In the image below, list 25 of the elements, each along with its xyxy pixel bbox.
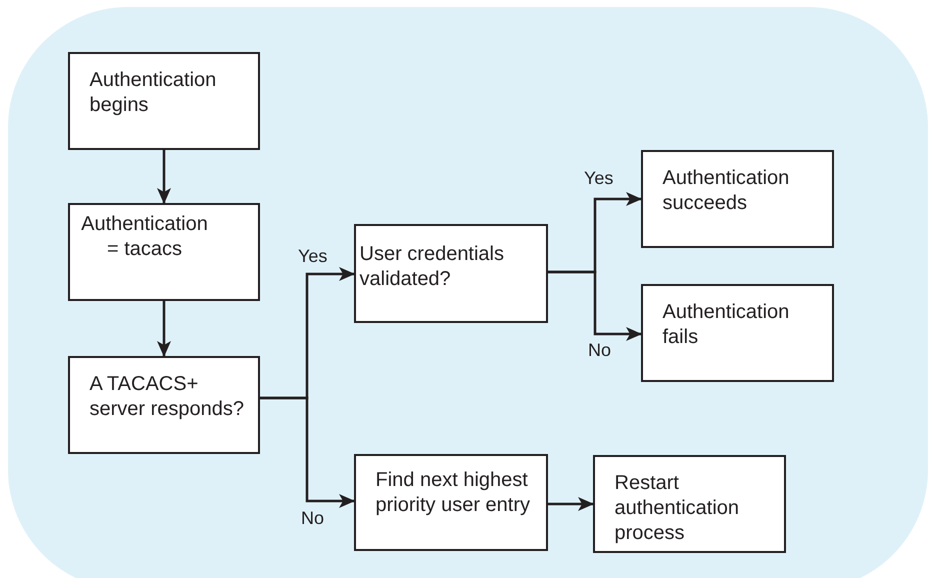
arrow — [260, 396, 355, 508]
edge-label: Yes — [298, 246, 328, 266]
process-box — [68, 203, 260, 301]
process-box — [593, 455, 786, 553]
box-text: Authentication succeeds — [662, 166, 790, 216]
process-box — [354, 224, 548, 323]
process-box — [68, 356, 260, 454]
arrow — [548, 497, 594, 511]
arrow — [157, 301, 171, 357]
process-box — [68, 52, 260, 150]
process-box — [641, 150, 834, 248]
box-text: Find next highest priority user entry — [376, 468, 531, 518]
process-box — [354, 454, 548, 551]
edge-label: Yes — [584, 168, 614, 188]
edge-label: No — [588, 340, 612, 360]
box-text: Authentication fails — [662, 300, 790, 350]
edge-label: No — [301, 508, 324, 528]
arrow — [157, 150, 171, 204]
arrow — [548, 270, 642, 341]
process-box — [641, 284, 834, 382]
box-text: Restart authentication process — [614, 470, 740, 546]
box-text: A TACACS+ server responds? — [90, 372, 246, 422]
box-text: Authentication begins — [90, 68, 218, 118]
box-text: User credentials validated? — [360, 242, 506, 292]
box-text: Authentication = tacacs — [80, 212, 209, 262]
